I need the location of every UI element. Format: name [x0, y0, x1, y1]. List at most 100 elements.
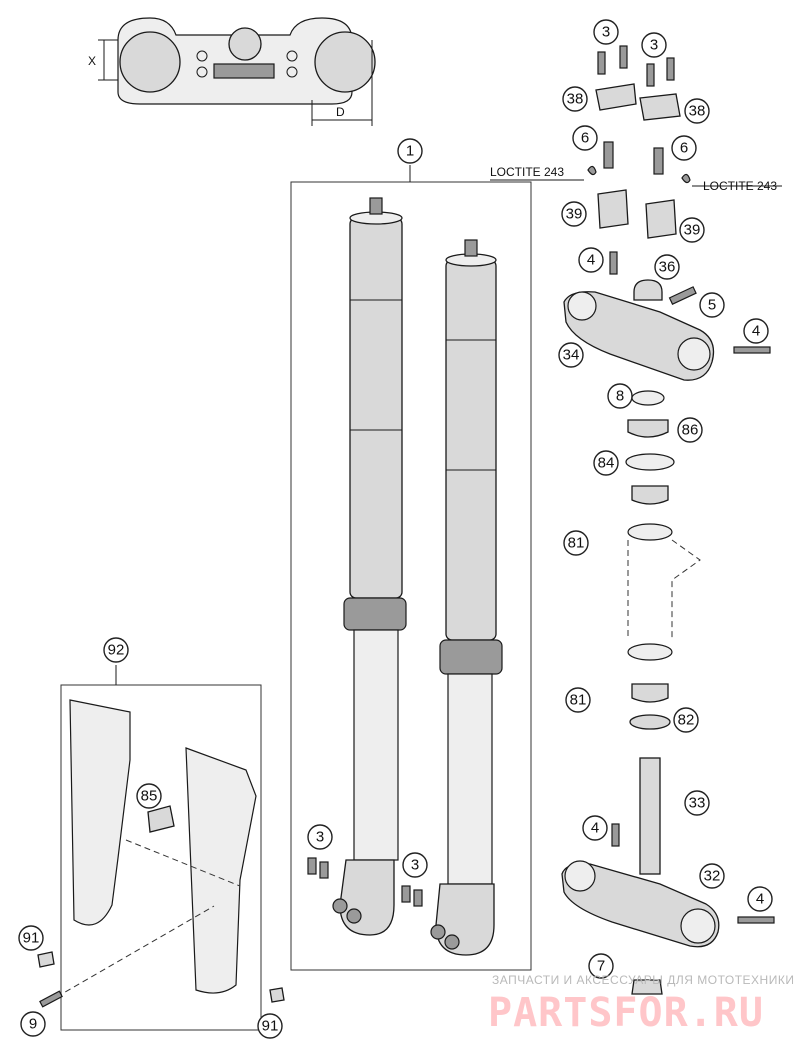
upper-clamp-pinch-bolt: [733, 346, 771, 354]
svg-text:8: 8: [616, 388, 624, 405]
svg-text:5: 5: [708, 297, 716, 314]
lower-bearing: [631, 683, 669, 703]
callout-9: 9: [20, 1011, 46, 1037]
upper-clamp-bolt-4: [609, 251, 618, 275]
svg-text:6: 6: [680, 140, 688, 157]
left-fork-leg: [332, 197, 407, 936]
svg-text:1: 1: [406, 143, 414, 160]
steering-head-nut: [633, 279, 663, 301]
callout-4-right-lower: 4: [747, 886, 773, 912]
svg-text:82: 82: [678, 712, 695, 729]
callout-91-left: 91: [18, 925, 44, 951]
callout-38-right: 38: [684, 98, 710, 124]
loctite-left-label: LOCTITE 243: [490, 165, 564, 179]
svg-text:3: 3: [650, 37, 658, 54]
callout-38-left: 38: [562, 86, 588, 112]
axle-clamp-screws-left: [307, 857, 329, 879]
callout-1: 1: [397, 138, 423, 164]
svg-text:6: 6: [581, 130, 589, 147]
callout-33: 33: [684, 790, 710, 816]
upper-bearing: [631, 485, 669, 505]
callout-4-upper: 4: [578, 247, 604, 273]
svg-text:4: 4: [591, 820, 599, 837]
clamp-bolt-left: [603, 141, 614, 169]
handlebar-clamp-screws: [597, 45, 675, 87]
callout-92: 92: [103, 637, 129, 663]
callout-82: 82: [673, 707, 699, 733]
callout-7: 7: [588, 953, 614, 979]
svg-text:85: 85: [141, 788, 158, 805]
lower-clamp-pinch-bolt: [737, 916, 775, 924]
callout-5: 5: [699, 292, 725, 318]
svg-text:4: 4: [752, 323, 760, 340]
guard-screw-9: [39, 990, 63, 1008]
o-ring: [631, 390, 665, 406]
lower-clamp-bolt-4: [611, 823, 620, 847]
svg-text:81: 81: [570, 692, 587, 709]
svg-text:7: 7: [597, 958, 605, 975]
callout-4-lower: 4: [582, 815, 608, 841]
steering-stem-outline: [627, 539, 701, 640]
svg-text:33: 33: [689, 795, 706, 812]
callout-3-top-left: 3: [593, 19, 619, 45]
callout-85: 85: [136, 783, 162, 809]
guard-nut-91-left: [37, 951, 55, 968]
watermark-brand: PARTSFOR.RU: [488, 990, 764, 1036]
svg-text:34: 34: [563, 347, 580, 364]
clamp-bolt-right: [653, 147, 664, 175]
guard-nut-91-right: [269, 987, 285, 1003]
svg-text:91: 91: [262, 1018, 279, 1035]
callout-36: 36: [654, 254, 680, 280]
callout-3-fork-right: 3: [402, 852, 428, 878]
callout-3-top-right: 3: [641, 32, 667, 58]
fork-guard-right: [185, 747, 257, 994]
bearing-seal-ring: [625, 453, 675, 471]
callout-86: 86: [677, 417, 703, 443]
triple-clamp-top-view: [98, 17, 376, 126]
svg-text:4: 4: [756, 891, 764, 908]
fork-guard-left: [69, 699, 131, 926]
svg-text:86: 86: [682, 422, 699, 439]
fork-assembly-frame: [290, 181, 532, 971]
dust-seal: [627, 419, 669, 438]
svg-text:92: 92: [108, 642, 125, 659]
svg-text:3: 3: [602, 24, 610, 41]
svg-text:81: 81: [568, 535, 585, 552]
svg-text:39: 39: [684, 222, 701, 239]
svg-text:3: 3: [411, 857, 419, 874]
callout-34: 34: [558, 342, 584, 368]
callout-6-right: 6: [671, 135, 697, 161]
right-fork-leg: [430, 239, 503, 956]
callout-39-right: 39: [679, 217, 705, 243]
handlebar-clamp-lower-right: [645, 199, 677, 239]
handlebar-clamp-upper-right: [639, 93, 681, 121]
svg-text:32: 32: [704, 868, 721, 885]
callout-81-lower: 81: [565, 687, 591, 713]
svg-text:4: 4: [587, 252, 595, 269]
callout-91-right: 91: [257, 1013, 283, 1039]
steering-stem: [639, 757, 661, 875]
upper-bearing-race: [627, 523, 673, 541]
callout-39-left: 39: [561, 201, 587, 227]
svg-text:38: 38: [567, 91, 584, 108]
dimension-d-label: D: [336, 105, 345, 119]
callout-4-right-upper: 4: [743, 318, 769, 344]
lower-bearing-race: [627, 643, 673, 661]
svg-text:91: 91: [23, 930, 40, 947]
svg-text:84: 84: [598, 455, 615, 472]
upper-clamp-bolt-5: [668, 286, 697, 306]
axle-clamp-screws-right: [401, 885, 423, 907]
guard-bracket: [147, 805, 175, 833]
handlebar-clamp-lower-left: [597, 189, 629, 229]
loctite-drop-left: [587, 165, 597, 176]
loctite-right-label: LOCTITE 243: [703, 179, 777, 193]
dimension-x-label: X: [88, 54, 96, 68]
watermark-subtitle: ЗАПЧАСТИ И АКСЕССУАРЫ ДЛЯ МОТОТЕХНИКИ: [492, 973, 794, 987]
svg-text:9: 9: [29, 1016, 37, 1033]
svg-text:39: 39: [566, 206, 583, 223]
callout-8: 8: [607, 383, 633, 409]
svg-text:3: 3: [316, 829, 324, 846]
svg-text:36: 36: [659, 259, 676, 276]
callout-81-upper: 81: [563, 530, 589, 556]
